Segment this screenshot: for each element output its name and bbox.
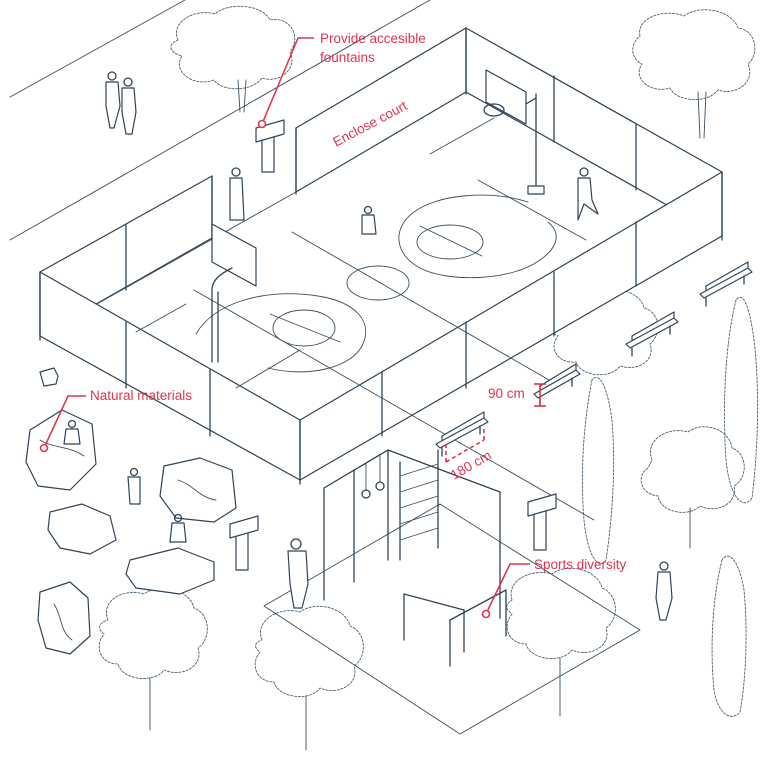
- tree-poplar-1: [581, 377, 615, 565]
- bench-4: [435, 411, 489, 457]
- fountain-left: [255, 119, 285, 173]
- sports-diversity-label: Sports diversity: [534, 557, 627, 572]
- hoop-front: [211, 223, 257, 363]
- rock-3: [47, 503, 117, 555]
- bench-2: [625, 311, 679, 357]
- fountains-label-line2: fountains: [320, 50, 375, 65]
- annotation-fountains: Provide accesible fountains: [257, 31, 426, 129]
- tree-bottom-right: [506, 567, 616, 717]
- dog: [39, 367, 59, 387]
- person-couple: [105, 71, 137, 135]
- bench-1: [699, 261, 753, 307]
- bench-height-label: 90 cm: [488, 386, 525, 401]
- person-walker: [229, 167, 245, 221]
- fountains-label-line1: Provide accesible: [320, 31, 426, 46]
- tree-poplar-3: [711, 555, 747, 717]
- person-small: [127, 467, 141, 505]
- fountain-right: [527, 493, 557, 551]
- rock-2: [159, 457, 237, 523]
- bench-3: [533, 363, 581, 407]
- rock-5: [37, 581, 91, 655]
- natural-materials-label: Natural materials: [90, 388, 192, 403]
- person-on-rock: [63, 419, 81, 445]
- annotation-bench-height: 90 cm: [488, 383, 546, 407]
- annotation-sports-diversity: Sports diversity: [481, 557, 627, 619]
- annotation-natural-materials: Natural materials: [39, 388, 192, 453]
- bench-spacing-label: 180 cm: [448, 447, 494, 482]
- tree-poplar-2: [724, 297, 759, 504]
- tree-bottom-left: [98, 587, 208, 731]
- road-lines: [9, 0, 431, 241]
- sports-area: [263, 449, 641, 735]
- people: [39, 71, 673, 621]
- hoop-back: [483, 69, 545, 195]
- court-fence: [39, 27, 723, 485]
- fountain-center: [229, 515, 259, 571]
- person-child: [361, 205, 377, 235]
- rock-1: [25, 409, 97, 491]
- tree-bottom-center: [254, 605, 364, 751]
- person-runner: [577, 167, 599, 221]
- person-climber: [169, 513, 187, 543]
- rock-4: [125, 547, 215, 595]
- tree-round-right: [640, 426, 745, 549]
- person-gym: [287, 538, 309, 609]
- tree-top-left: [170, 5, 296, 113]
- court-markings: [135, 117, 595, 521]
- tree-top-right: [632, 9, 756, 139]
- person-right: [655, 561, 673, 621]
